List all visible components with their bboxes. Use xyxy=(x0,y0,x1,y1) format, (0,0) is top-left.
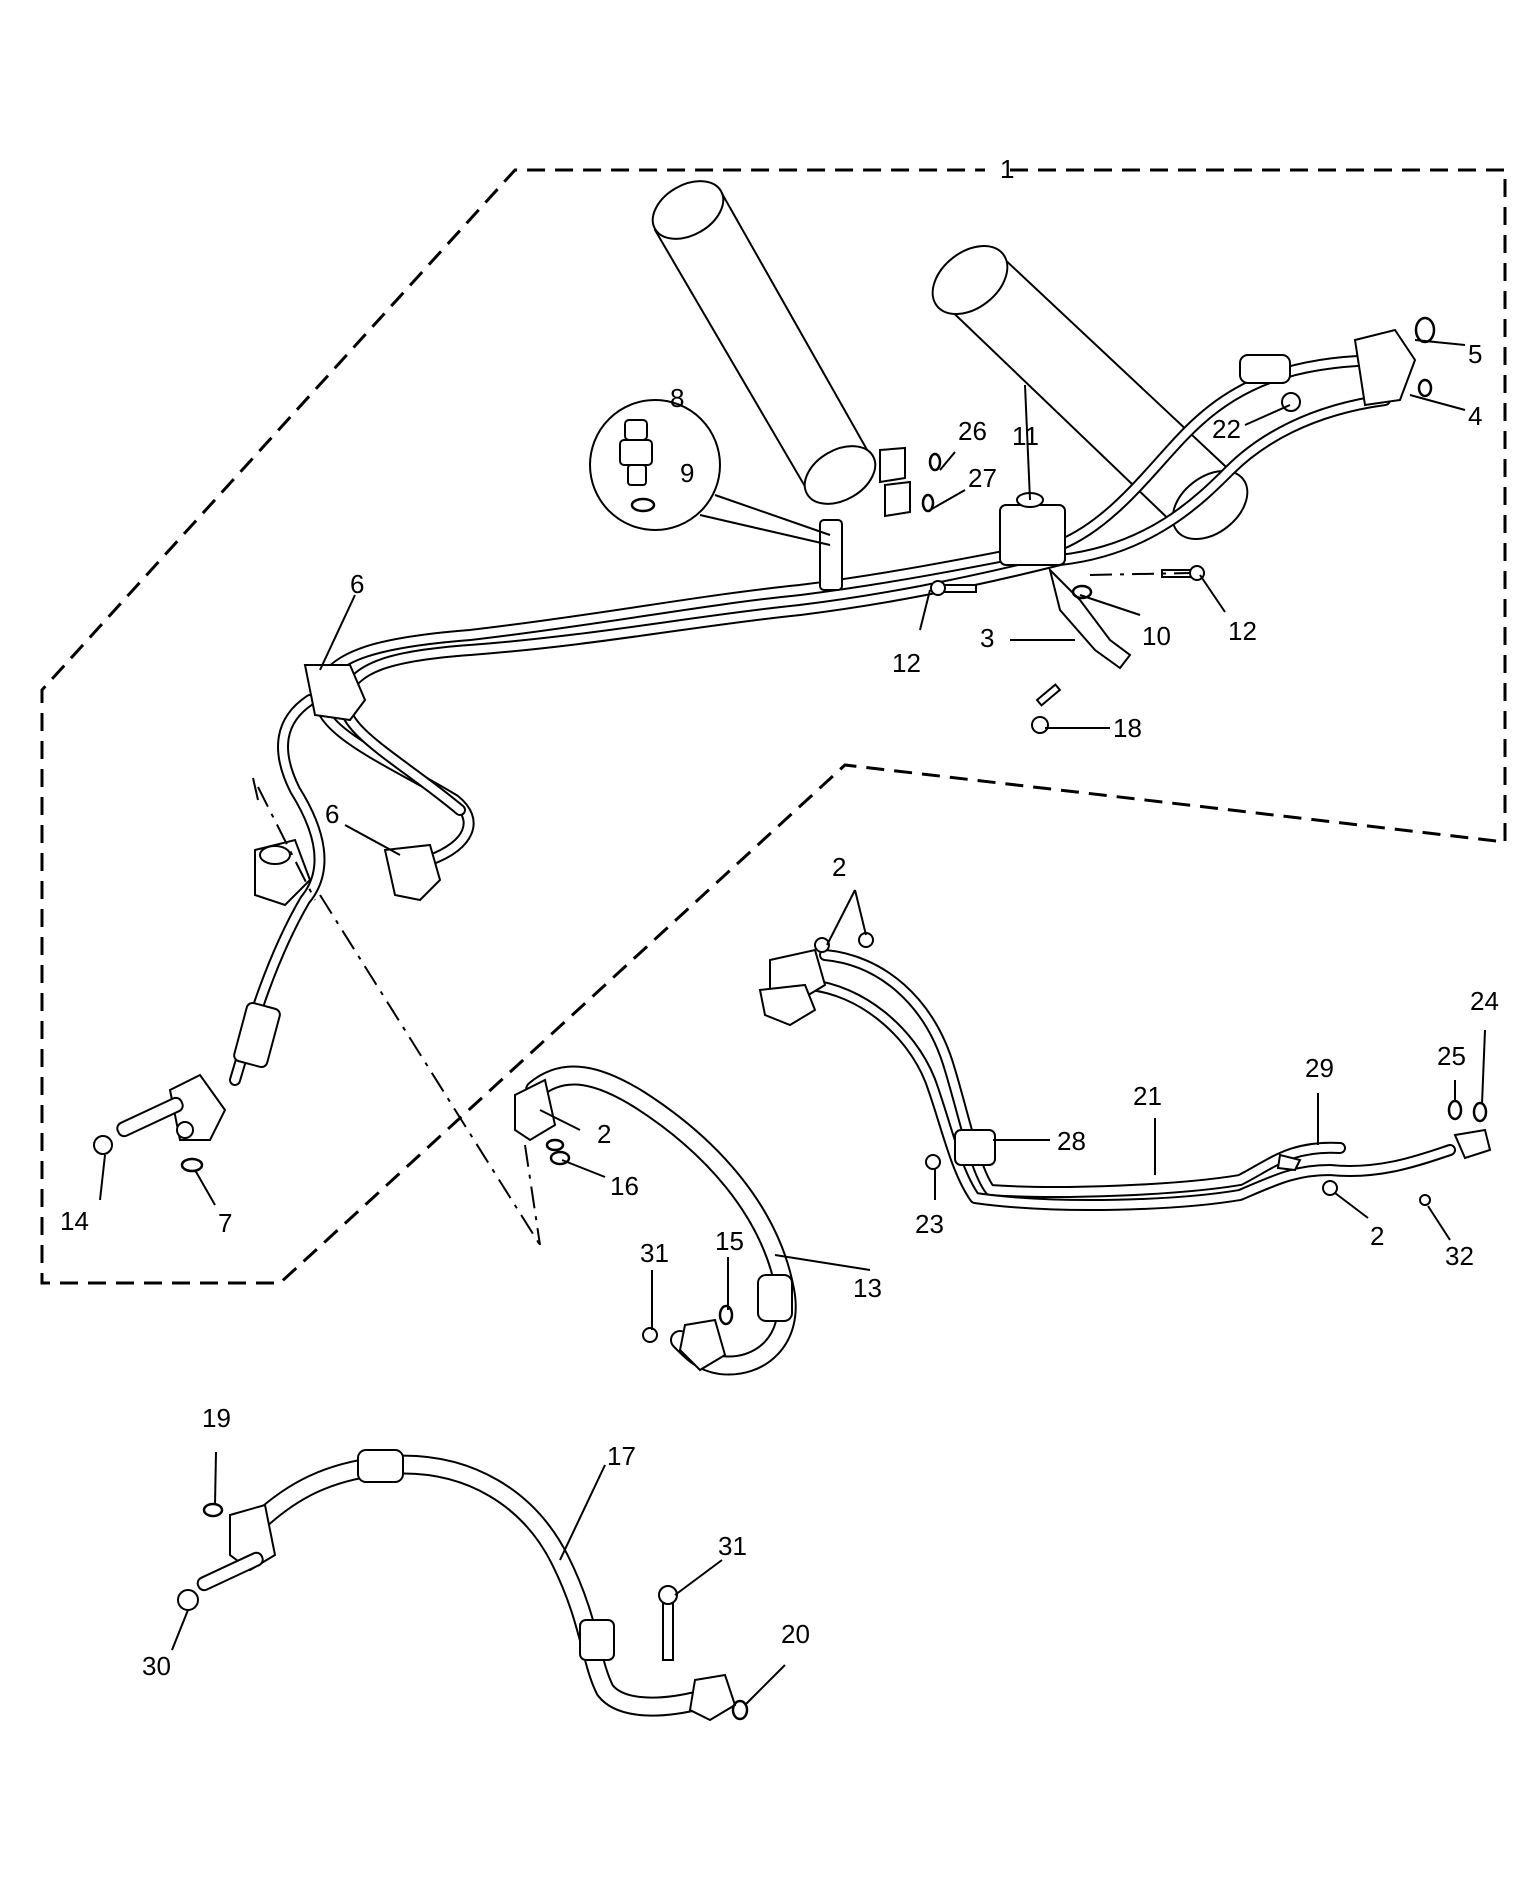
callout-13: 13 xyxy=(853,1273,882,1303)
callout-14: 14 xyxy=(60,1206,89,1236)
callout-4: 4 xyxy=(1468,401,1482,431)
callout-22: 22 xyxy=(1212,414,1241,444)
callout-16: 16 xyxy=(610,1171,639,1201)
callout-32: 32 xyxy=(1445,1241,1474,1271)
leader-lines xyxy=(99,339,1486,1706)
receiver-dryer-cylinder xyxy=(651,180,877,505)
accumulator-cylinder xyxy=(931,245,1249,540)
callout-31b: 31 xyxy=(718,1531,747,1561)
callout-20: 20 xyxy=(781,1619,810,1649)
callout-12a: 12 xyxy=(1228,616,1257,646)
callout-31a: 31 xyxy=(640,1238,669,1268)
callout-29: 29 xyxy=(1305,1053,1334,1083)
callout-2a: 2 xyxy=(832,852,846,882)
callout-19: 19 xyxy=(202,1403,231,1433)
callout-1: 1 xyxy=(1000,154,1014,184)
callout-17: 17 xyxy=(607,1441,636,1471)
discharge-line-17 xyxy=(196,1449,737,1722)
callout-30: 30 xyxy=(142,1651,171,1681)
callout-21: 21 xyxy=(1133,1081,1162,1111)
callout-6b: 6 xyxy=(325,799,339,829)
callout-labels: 1 5 4 22 26 27 11 8 9 6 6 10 12 3 12 18 … xyxy=(60,154,1499,1681)
callout-24: 24 xyxy=(1470,986,1499,1016)
callout-25: 25 xyxy=(1437,1041,1466,1071)
callout-7: 7 xyxy=(218,1208,232,1238)
callout-2c: 2 xyxy=(1370,1221,1384,1251)
callout-15: 15 xyxy=(715,1226,744,1256)
callout-27: 27 xyxy=(968,463,997,493)
callout-3: 3 xyxy=(980,623,994,653)
callout-18: 18 xyxy=(1113,713,1142,743)
callout-9: 9 xyxy=(680,458,694,488)
callout-2b: 2 xyxy=(597,1119,611,1149)
pressure-switch-detail xyxy=(589,399,831,546)
callout-26: 26 xyxy=(958,416,987,446)
callout-12b: 12 xyxy=(892,648,921,678)
callout-10: 10 xyxy=(1142,621,1171,651)
liquid-line-21 xyxy=(758,932,1492,1212)
callout-8: 8 xyxy=(670,383,684,413)
callout-11: 11 xyxy=(1012,421,1039,451)
callout-28: 28 xyxy=(1057,1126,1086,1156)
assembly-boundary xyxy=(40,168,1507,1285)
callout-6a: 6 xyxy=(350,569,364,599)
alignment-lines xyxy=(252,572,1191,1246)
callout-5: 5 xyxy=(1468,339,1482,369)
callout-23: 23 xyxy=(915,1209,944,1239)
main-line-assembly xyxy=(116,328,1417,1141)
suction-line-13 xyxy=(514,1065,797,1376)
